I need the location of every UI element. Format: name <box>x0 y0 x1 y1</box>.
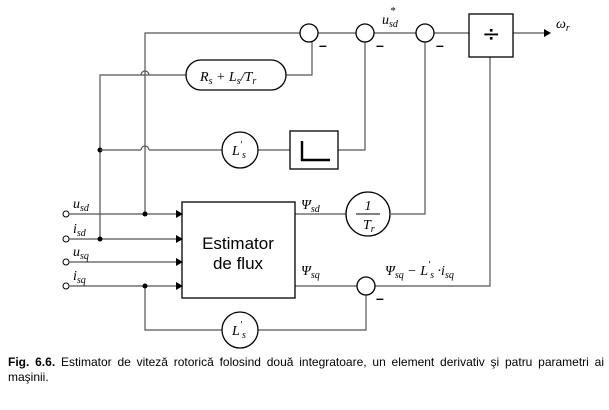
figure-caption: Fig. 6.6. Estimator de viteză rotorică f… <box>8 355 604 385</box>
wire-deriv-s2 <box>338 42 366 151</box>
caption-text: Estimator de viteză rotorică folosind do… <box>8 355 604 384</box>
label-psi-sq: Ψsq <box>301 264 320 281</box>
terminal-usd <box>62 210 70 218</box>
label-usd: usd <box>73 197 90 214</box>
arrow-in-3 <box>176 258 183 266</box>
derivative-icon <box>300 141 330 162</box>
junction-isq <box>142 283 148 289</box>
divide-icon: ÷ <box>482 22 500 47</box>
label-usq: usq <box>73 245 89 262</box>
terminal-usq <box>62 258 70 266</box>
minus-sign-4: – <box>376 290 384 306</box>
arrow-in-2 <box>176 235 183 243</box>
wire-crossover-1 <box>140 145 150 151</box>
summer-1 <box>299 23 319 43</box>
wire-psi-expr-div <box>375 57 491 287</box>
label-isd: isd <box>73 222 87 239</box>
wire-usd-top <box>144 32 300 214</box>
wire-rsls-out <box>286 42 313 76</box>
wire-ls-s4 <box>258 295 367 331</box>
terminal-isd <box>62 235 70 243</box>
label-ls-prime-bottom: L's <box>231 320 246 341</box>
diagram-svg: – – – – Rs + Ls/Tr L's ÷ Estimator de fl… <box>62 5 570 349</box>
terminal-isq <box>62 282 70 290</box>
minus-sign-1: – <box>319 37 327 53</box>
estimator-line1: Estimator <box>202 234 274 253</box>
block-ls-prime-bottom <box>221 311 259 349</box>
wire-invtr-s3 <box>391 42 426 215</box>
label-omega-r: ωr <box>556 17 570 34</box>
junction-usd <box>142 211 148 217</box>
minus-sign-3: – <box>436 37 444 53</box>
label-inv-tr-den: Tr <box>363 218 375 235</box>
label-isq: isq <box>73 269 86 286</box>
arrow-in-4 <box>176 282 183 290</box>
label-psi-sq-expr: Ψsq − L's ·isq <box>385 260 454 281</box>
label-usd-star: usd* <box>382 5 399 30</box>
wire-isq-ls <box>144 286 222 331</box>
arrow-in-1 <box>176 210 183 218</box>
summer-2 <box>355 23 375 43</box>
block-derivative <box>289 130 339 170</box>
arrow-omega <box>544 29 551 37</box>
block-ls-prime-top <box>221 131 259 169</box>
label-inv-tr-num: 1 <box>365 199 372 214</box>
junction-isd <box>97 236 103 242</box>
block-estimator <box>181 201 296 299</box>
wire-crossover-2 <box>140 70 150 76</box>
minus-sign-2: – <box>376 37 384 53</box>
label-rs-ls-tr: Rs + Ls/Tr <box>199 70 256 87</box>
estimator-line2: de flux <box>213 254 264 273</box>
block-divider <box>468 13 514 58</box>
summer-4 <box>356 276 376 296</box>
block-rs-ls-tr <box>185 59 287 91</box>
label-ls-prime-top: L's <box>231 140 246 161</box>
label-psi-sd: Ψsd <box>301 198 321 215</box>
caption-label: Fig. 6.6. <box>8 355 56 369</box>
summer-3 <box>415 23 435 43</box>
